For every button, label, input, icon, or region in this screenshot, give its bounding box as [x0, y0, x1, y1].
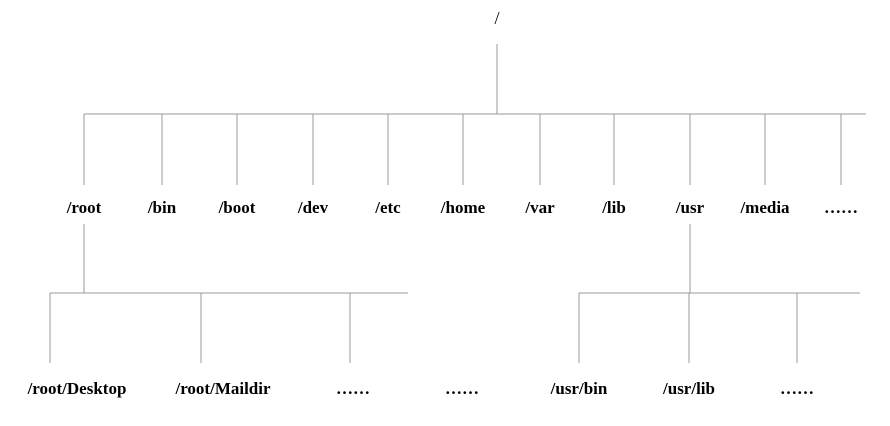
- node-dev: /dev: [297, 198, 329, 217]
- node-etc: /etc: [374, 198, 401, 217]
- node-usr-more: ……: [780, 379, 814, 398]
- node-root-dir: /: [494, 8, 499, 28]
- node-bin: /bin: [147, 198, 177, 217]
- level1-nodes: /root /bin /boot /dev /etc /home /var /l…: [66, 198, 858, 217]
- node-root-more-2: ……: [445, 379, 479, 398]
- node-boot: /boot: [218, 198, 256, 217]
- node-root-maildir: /root/Maildir: [174, 379, 271, 398]
- root-children-nodes: /root/Desktop /root/Maildir …… ……: [27, 379, 479, 398]
- node-home: /home: [440, 198, 486, 217]
- node-root-desktop: /root/Desktop: [27, 379, 127, 398]
- node-usr-bin: /usr/bin: [550, 379, 608, 398]
- node-usr: /usr: [675, 198, 705, 217]
- node-more-level1: ……: [824, 198, 858, 217]
- connector-lines: [49, 44, 866, 363]
- usr-children-nodes: /usr/bin /usr/lib ……: [550, 379, 814, 398]
- node-lib: /lib: [601, 198, 626, 217]
- node-root: /root: [66, 198, 102, 217]
- node-root-more: ……: [336, 379, 370, 398]
- node-usr-lib: /usr/lib: [662, 379, 715, 398]
- node-var: /var: [524, 198, 555, 217]
- node-media: /media: [739, 198, 790, 217]
